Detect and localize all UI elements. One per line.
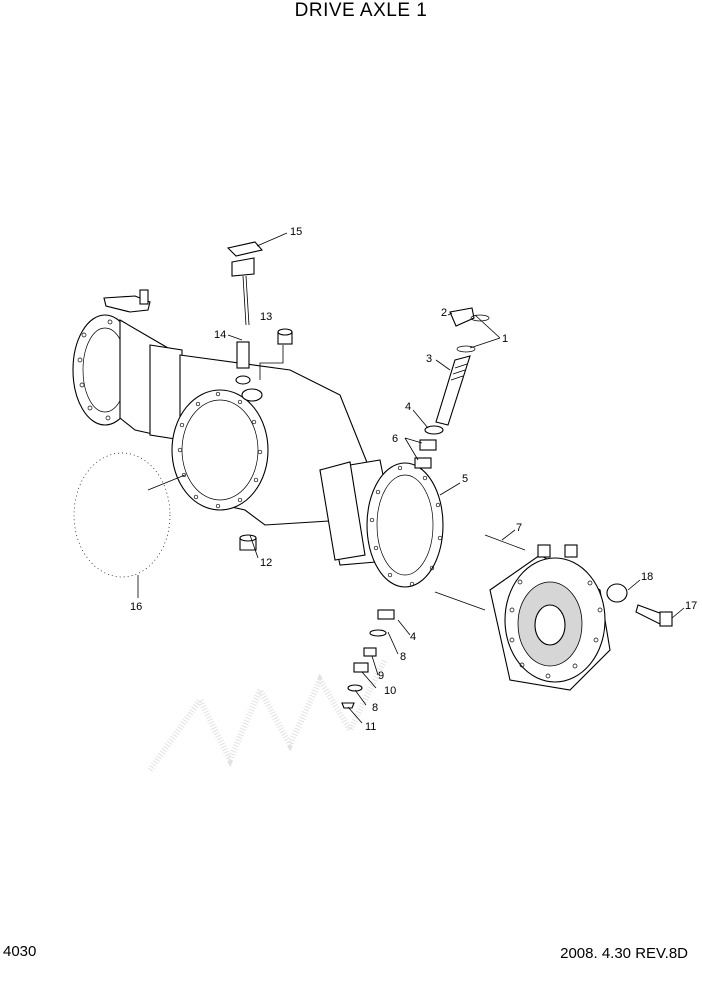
callout-5: 5 <box>462 473 468 485</box>
guide-pins <box>434 534 526 611</box>
brake-hub-assembly <box>489 544 611 691</box>
callout-13: 13 <box>260 311 272 323</box>
callout-4-upper: 4 <box>405 401 411 413</box>
callout-18: 18 <box>641 571 653 583</box>
king-pin-assembly <box>414 307 490 469</box>
callout-4-lower: 4 <box>410 631 416 643</box>
nut-and-bolt <box>606 583 673 627</box>
watermark <box>147 658 388 772</box>
callout-9: 9 <box>378 670 384 682</box>
callout-8-upper: 8 <box>400 651 406 663</box>
callout-11: 11 <box>365 721 376 733</box>
callout-6: 6 <box>392 433 398 445</box>
axle-housing <box>72 289 444 588</box>
callout-15: 15 <box>290 226 302 238</box>
callout-12: 12 <box>260 557 272 569</box>
callout-1: 1 <box>502 333 508 345</box>
callout-17: 17 <box>685 600 697 612</box>
callout-14: 14 <box>214 329 226 341</box>
leader-lines <box>137 232 685 724</box>
plug <box>277 328 293 345</box>
callout-10: 10 <box>384 685 396 697</box>
callout-labels: 1 2 3 4 4 5 6 7 8 8 9 10 11 12 13 14 15 … <box>130 226 697 733</box>
lower-pin-stack <box>341 609 395 709</box>
callout-7: 7 <box>516 522 522 534</box>
callout-8-lower: 8 <box>372 702 378 714</box>
callout-3: 3 <box>426 353 432 365</box>
sleeve <box>236 341 250 369</box>
callout-16: 16 <box>130 601 142 613</box>
gasket <box>73 452 171 578</box>
callout-2: 2 <box>441 307 447 319</box>
page-number: 4030 <box>3 943 37 960</box>
diagram-title: DRIVE AXLE 1 <box>294 0 428 21</box>
breather-dipstick <box>226 241 264 326</box>
revision-date: 2008. 4.30 REV.8D <box>560 945 688 962</box>
